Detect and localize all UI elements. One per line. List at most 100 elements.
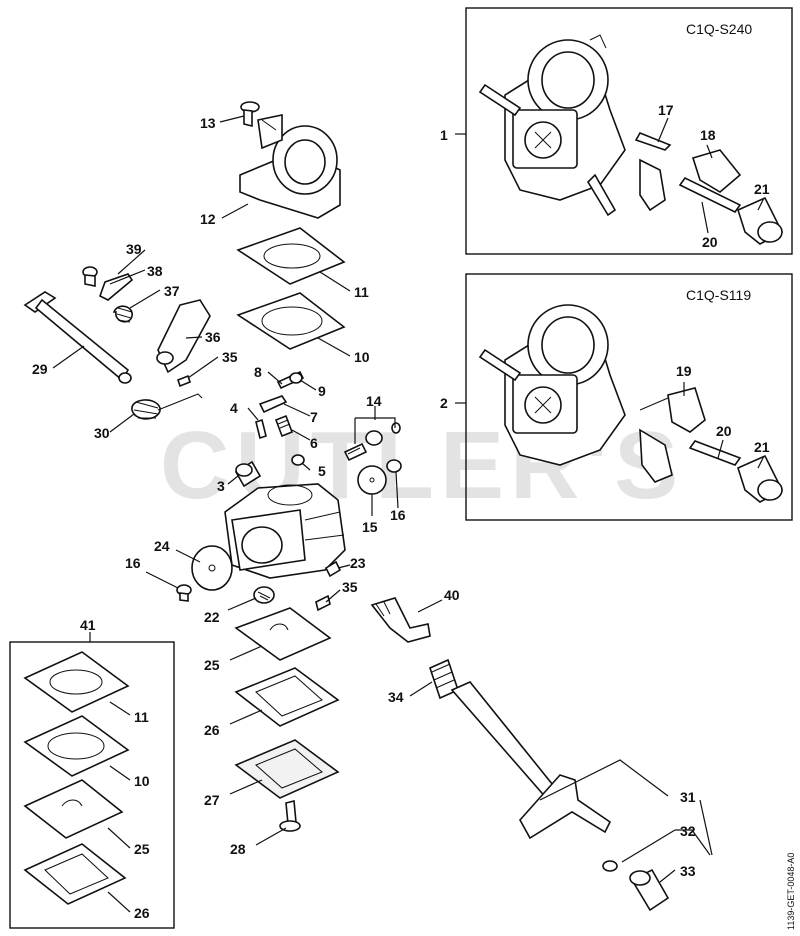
kit-callout-26: 26: [134, 905, 150, 921]
inset-model-s119: C1Q-S119: [686, 287, 751, 303]
inlet-needle-14: [343, 422, 401, 462]
cover-27: [234, 739, 340, 799]
cap-19: [639, 387, 706, 433]
callout-26: 26: [204, 722, 220, 738]
lever-38: [99, 273, 134, 301]
callout-16-left: 16: [125, 555, 141, 571]
callout-3: 3: [217, 478, 225, 494]
gasket-26: [234, 667, 340, 727]
kit-gasket-11: [23, 651, 130, 713]
spring-37: [112, 305, 133, 323]
callout-19: 19: [676, 363, 692, 379]
screw-9: [289, 372, 303, 384]
callout-1: 1: [440, 127, 448, 143]
screw-39: [82, 266, 98, 287]
needle-4: [255, 418, 267, 440]
gasket-11: [236, 227, 346, 285]
screw-32: [602, 860, 618, 872]
callout-41: 41: [80, 617, 96, 633]
lever-7: [258, 395, 288, 414]
leader-lines: [52, 115, 765, 913]
callout-7: 7: [310, 409, 318, 425]
cap-18: [691, 149, 742, 193]
callout-37: 37: [164, 283, 180, 299]
callout-20-s240: 20: [702, 234, 718, 250]
spring-6: [274, 414, 294, 438]
callout-2: 2: [440, 395, 448, 411]
callout-22: 22: [204, 609, 220, 625]
cap-21-s240: [737, 196, 784, 245]
callout-31: 31: [680, 789, 696, 805]
carburetor-body: [224, 483, 346, 579]
callout-15: 15: [362, 519, 378, 535]
plug-5: [291, 454, 305, 466]
callout-35-bottom: 35: [342, 579, 358, 595]
disc-15: [357, 465, 387, 495]
screw-16-right: [386, 459, 402, 473]
callout-39: 39: [126, 241, 142, 257]
callout-28: 28: [230, 841, 246, 857]
callout-30: 30: [94, 425, 110, 441]
callout-14: 14: [366, 393, 382, 409]
kit-gasket-10: [23, 715, 130, 777]
callout-12: 12: [200, 211, 216, 227]
callout-11: 11: [354, 284, 369, 300]
callout-25: 25: [204, 657, 220, 673]
callout-18: 18: [700, 127, 716, 143]
carburetor-assembly-s119: [478, 304, 673, 483]
cap-21-s119: [737, 454, 784, 503]
fitting-40: [370, 597, 431, 643]
callout-4: 4: [230, 400, 238, 416]
needle-20-s240: [678, 176, 742, 214]
callout-38: 38: [147, 263, 163, 279]
callout-23: 23: [350, 555, 366, 571]
clip-35-top: [177, 374, 191, 388]
plug-3: [234, 460, 262, 488]
kit-callout-11: 11: [134, 709, 149, 725]
kit-gasket-26: [23, 843, 127, 905]
housing-12: [239, 114, 341, 219]
screw-13: [240, 101, 260, 128]
inset-box-gasket-kit: [9, 641, 175, 929]
callout-27: 27: [204, 792, 220, 808]
needle-20-s119: [688, 440, 742, 466]
inset-box-s119: [465, 273, 793, 521]
callout-34: 34: [388, 689, 404, 705]
reference-code: 1139-GET-0048-A0: [786, 853, 796, 930]
callout-32: 32: [680, 823, 696, 839]
kit-diaphragm-25: [23, 779, 124, 839]
spring-30: [131, 393, 203, 420]
callout-8: 8: [254, 364, 262, 380]
plug-23: [324, 560, 342, 578]
kit-callout-25: 25: [134, 841, 150, 857]
inset-model-s240: C1Q-S240: [686, 21, 752, 37]
callout-5: 5: [318, 463, 326, 479]
callout-33: 33: [680, 863, 696, 879]
callout-16-right: 16: [390, 507, 406, 523]
knob-33: [629, 868, 670, 912]
needle-17: [634, 131, 672, 151]
callout-6: 6: [310, 435, 318, 451]
carburetor-assembly-s240: [478, 34, 666, 217]
choke-shaft-29: [23, 291, 132, 384]
callout-21-s240: 21: [754, 181, 770, 197]
callout-21-s119: 21: [754, 439, 770, 455]
callout-35-top: 35: [222, 349, 238, 365]
kit-callout-10: 10: [134, 773, 150, 789]
plate-24: [191, 545, 233, 591]
clip-35-bottom: [315, 594, 331, 612]
callout-29: 29: [32, 361, 48, 377]
screw-16-left: [176, 584, 192, 602]
screen-22: [253, 586, 275, 604]
callout-9: 9: [318, 383, 326, 399]
callout-20-s119: 20: [716, 423, 732, 439]
inset-box-s240: [465, 7, 793, 255]
throttle-shaft-31: [450, 681, 612, 840]
callout-13: 13: [200, 115, 216, 131]
screw-28: [279, 799, 301, 832]
callout-40: 40: [444, 587, 460, 603]
callout-17: 17: [658, 102, 674, 118]
choke-lever-36: [156, 299, 211, 374]
callout-24: 24: [154, 538, 170, 554]
